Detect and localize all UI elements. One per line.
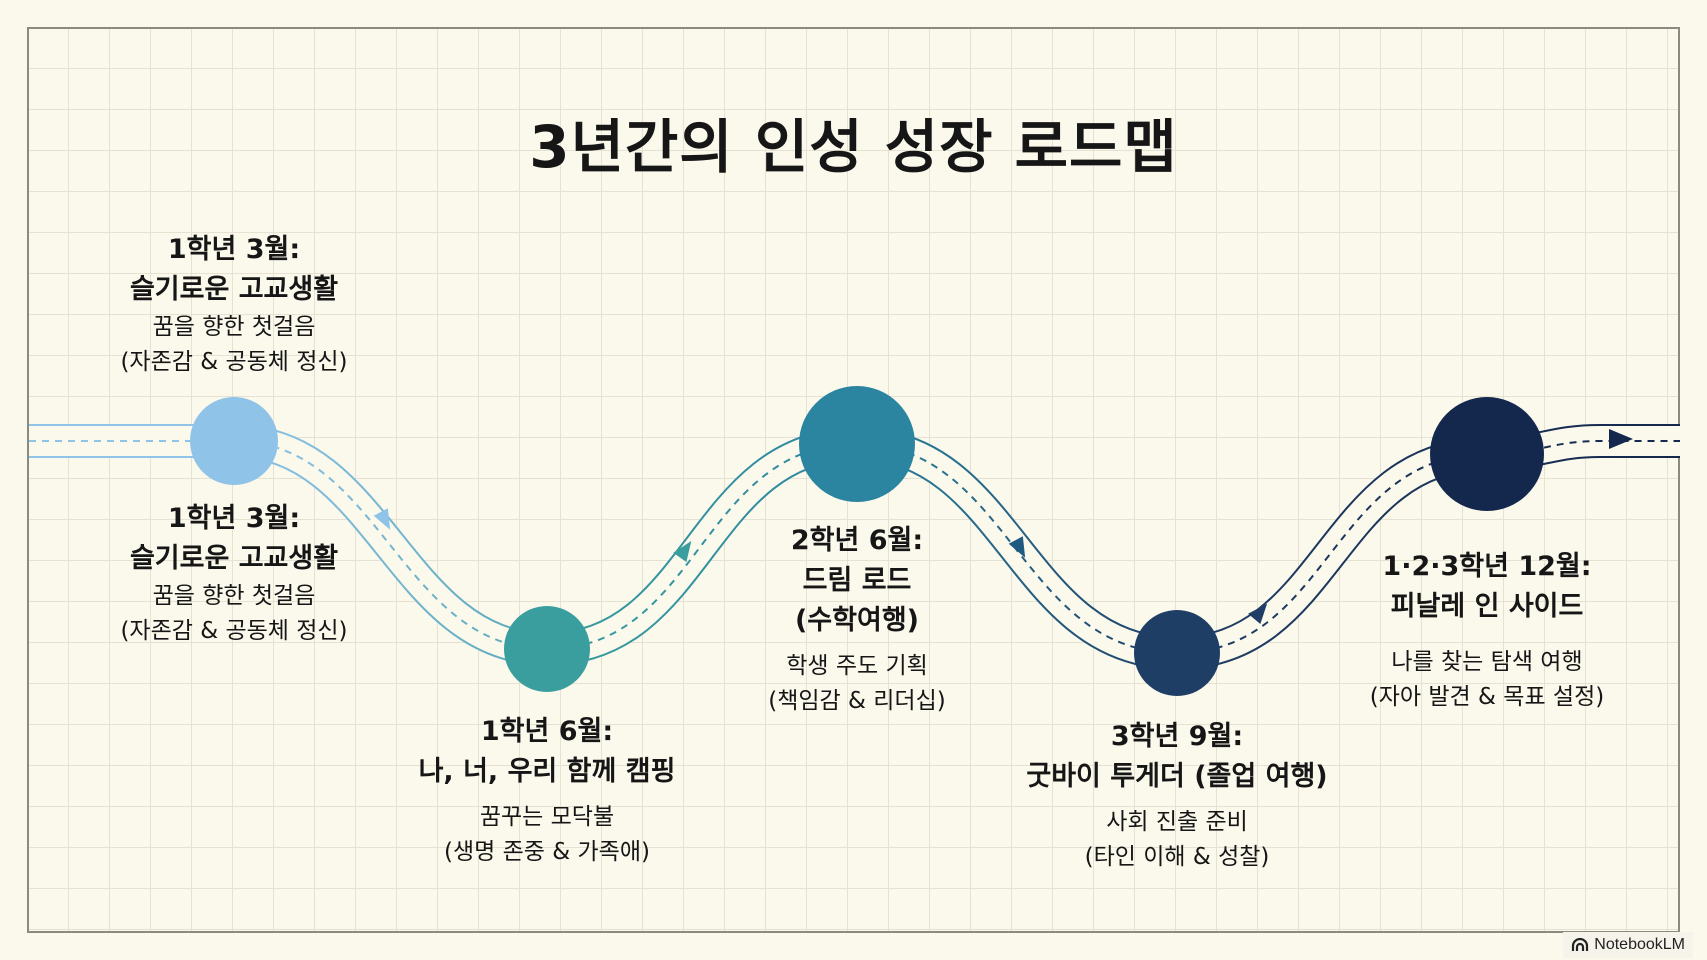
milestone-desc: (자존감 & 공동체 정신) [120, 618, 348, 644]
milestone-desc: (책임감 & 리더십) [768, 688, 946, 714]
notebooklm-logo-icon [1572, 938, 1589, 951]
watermark-text: NotebookLM [1594, 936, 1685, 953]
milestone-node-2 [504, 606, 590, 692]
milestone-node-1 [190, 397, 278, 485]
road-segment-4 [1176, 440, 1680, 654]
milestone-desc: 사회 진출 준비 [1106, 809, 1248, 835]
arrow-icon [1008, 536, 1026, 558]
milestone-node-5 [1430, 397, 1544, 511]
milestone-heading: 1학년 3월: [167, 234, 301, 265]
milestone-desc: (자존감 & 공동체 정신) [120, 349, 348, 375]
page-title: 3년간의 인성 성장 로드맵 [529, 113, 1178, 181]
milestone-heading: 1학년 6월: [480, 716, 614, 747]
arrow-icon [373, 508, 391, 530]
arrow-icon [1248, 603, 1268, 625]
milestone-desc: 꿈꾸는 모닥불 [479, 804, 615, 830]
arrow-icon [673, 540, 692, 562]
milestone-heading: 3학년 9월: [1110, 721, 1244, 752]
milestone-heading: 굿바이 투게더 (졸업 여행) [1026, 761, 1328, 792]
milestone-desc: 꿈을 향한 첫걸음 [152, 583, 316, 609]
milestone-desc: (타인 이해 & 성찰) [1084, 844, 1270, 870]
arrow-icon [1609, 429, 1633, 449]
notebooklm-watermark: NotebookLM [1563, 932, 1693, 958]
milestone-heading: 피날레 인 사이드 [1390, 591, 1584, 622]
milestone-label-1a: 1학년 3월: 슬기로운 고교생활 꿈을 향한 첫걸음 (자존감 & 공동체 정… [24, 230, 444, 380]
milestone-desc: 나를 찾는 탐색 여행 [1391, 649, 1583, 675]
road-segment-1 [233, 440, 548, 650]
milestone-desc: (자아 발견 & 목표 설정) [1369, 684, 1605, 710]
milestone-heading: 슬기로운 고교생활 [129, 543, 339, 574]
milestone-desc: (생명 존중 & 가족애) [444, 839, 650, 865]
milestone-heading: 나, 너, 우리 함께 캠핑 [418, 756, 676, 787]
milestone-node-3 [799, 386, 915, 502]
milestone-label-5: 1·2·3학년 12월: 피날레 인 사이드 나를 찾는 탐색 여행 (자아 발… [1277, 547, 1697, 715]
milestone-node-4 [1134, 610, 1220, 696]
milestone-label-3: 2학년 6월: 드림 로드 (수학여행) 학생 주도 기획 (책임감 & 리더십… [647, 521, 1067, 719]
milestone-label-4: 3학년 9월: 굿바이 투게더 (졸업 여행) 사회 진출 준비 (타인 이해 … [967, 717, 1387, 875]
milestone-heading: 1학년 3월: [167, 503, 301, 534]
milestone-desc: 꿈을 향한 첫걸음 [152, 314, 316, 340]
milestone-heading: 1·2·3학년 12월: [1382, 551, 1592, 582]
milestone-heading: 슬기로운 고교생활 [129, 274, 339, 305]
milestone-label-1b: 1학년 3월: 슬기로운 고교생활 꿈을 향한 첫걸음 (자존감 & 공동체 정… [24, 499, 444, 649]
milestone-heading: 2학년 6월: [790, 525, 924, 556]
milestone-desc: 학생 주도 기획 [786, 653, 928, 679]
milestone-heading: 드림 로드 [802, 565, 912, 596]
milestone-label-2: 1학년 6월: 나, 너, 우리 함께 캠핑 꿈꾸는 모닥불 (생명 존중 & … [337, 712, 757, 870]
milestone-heading: (수학여행) [794, 605, 920, 636]
